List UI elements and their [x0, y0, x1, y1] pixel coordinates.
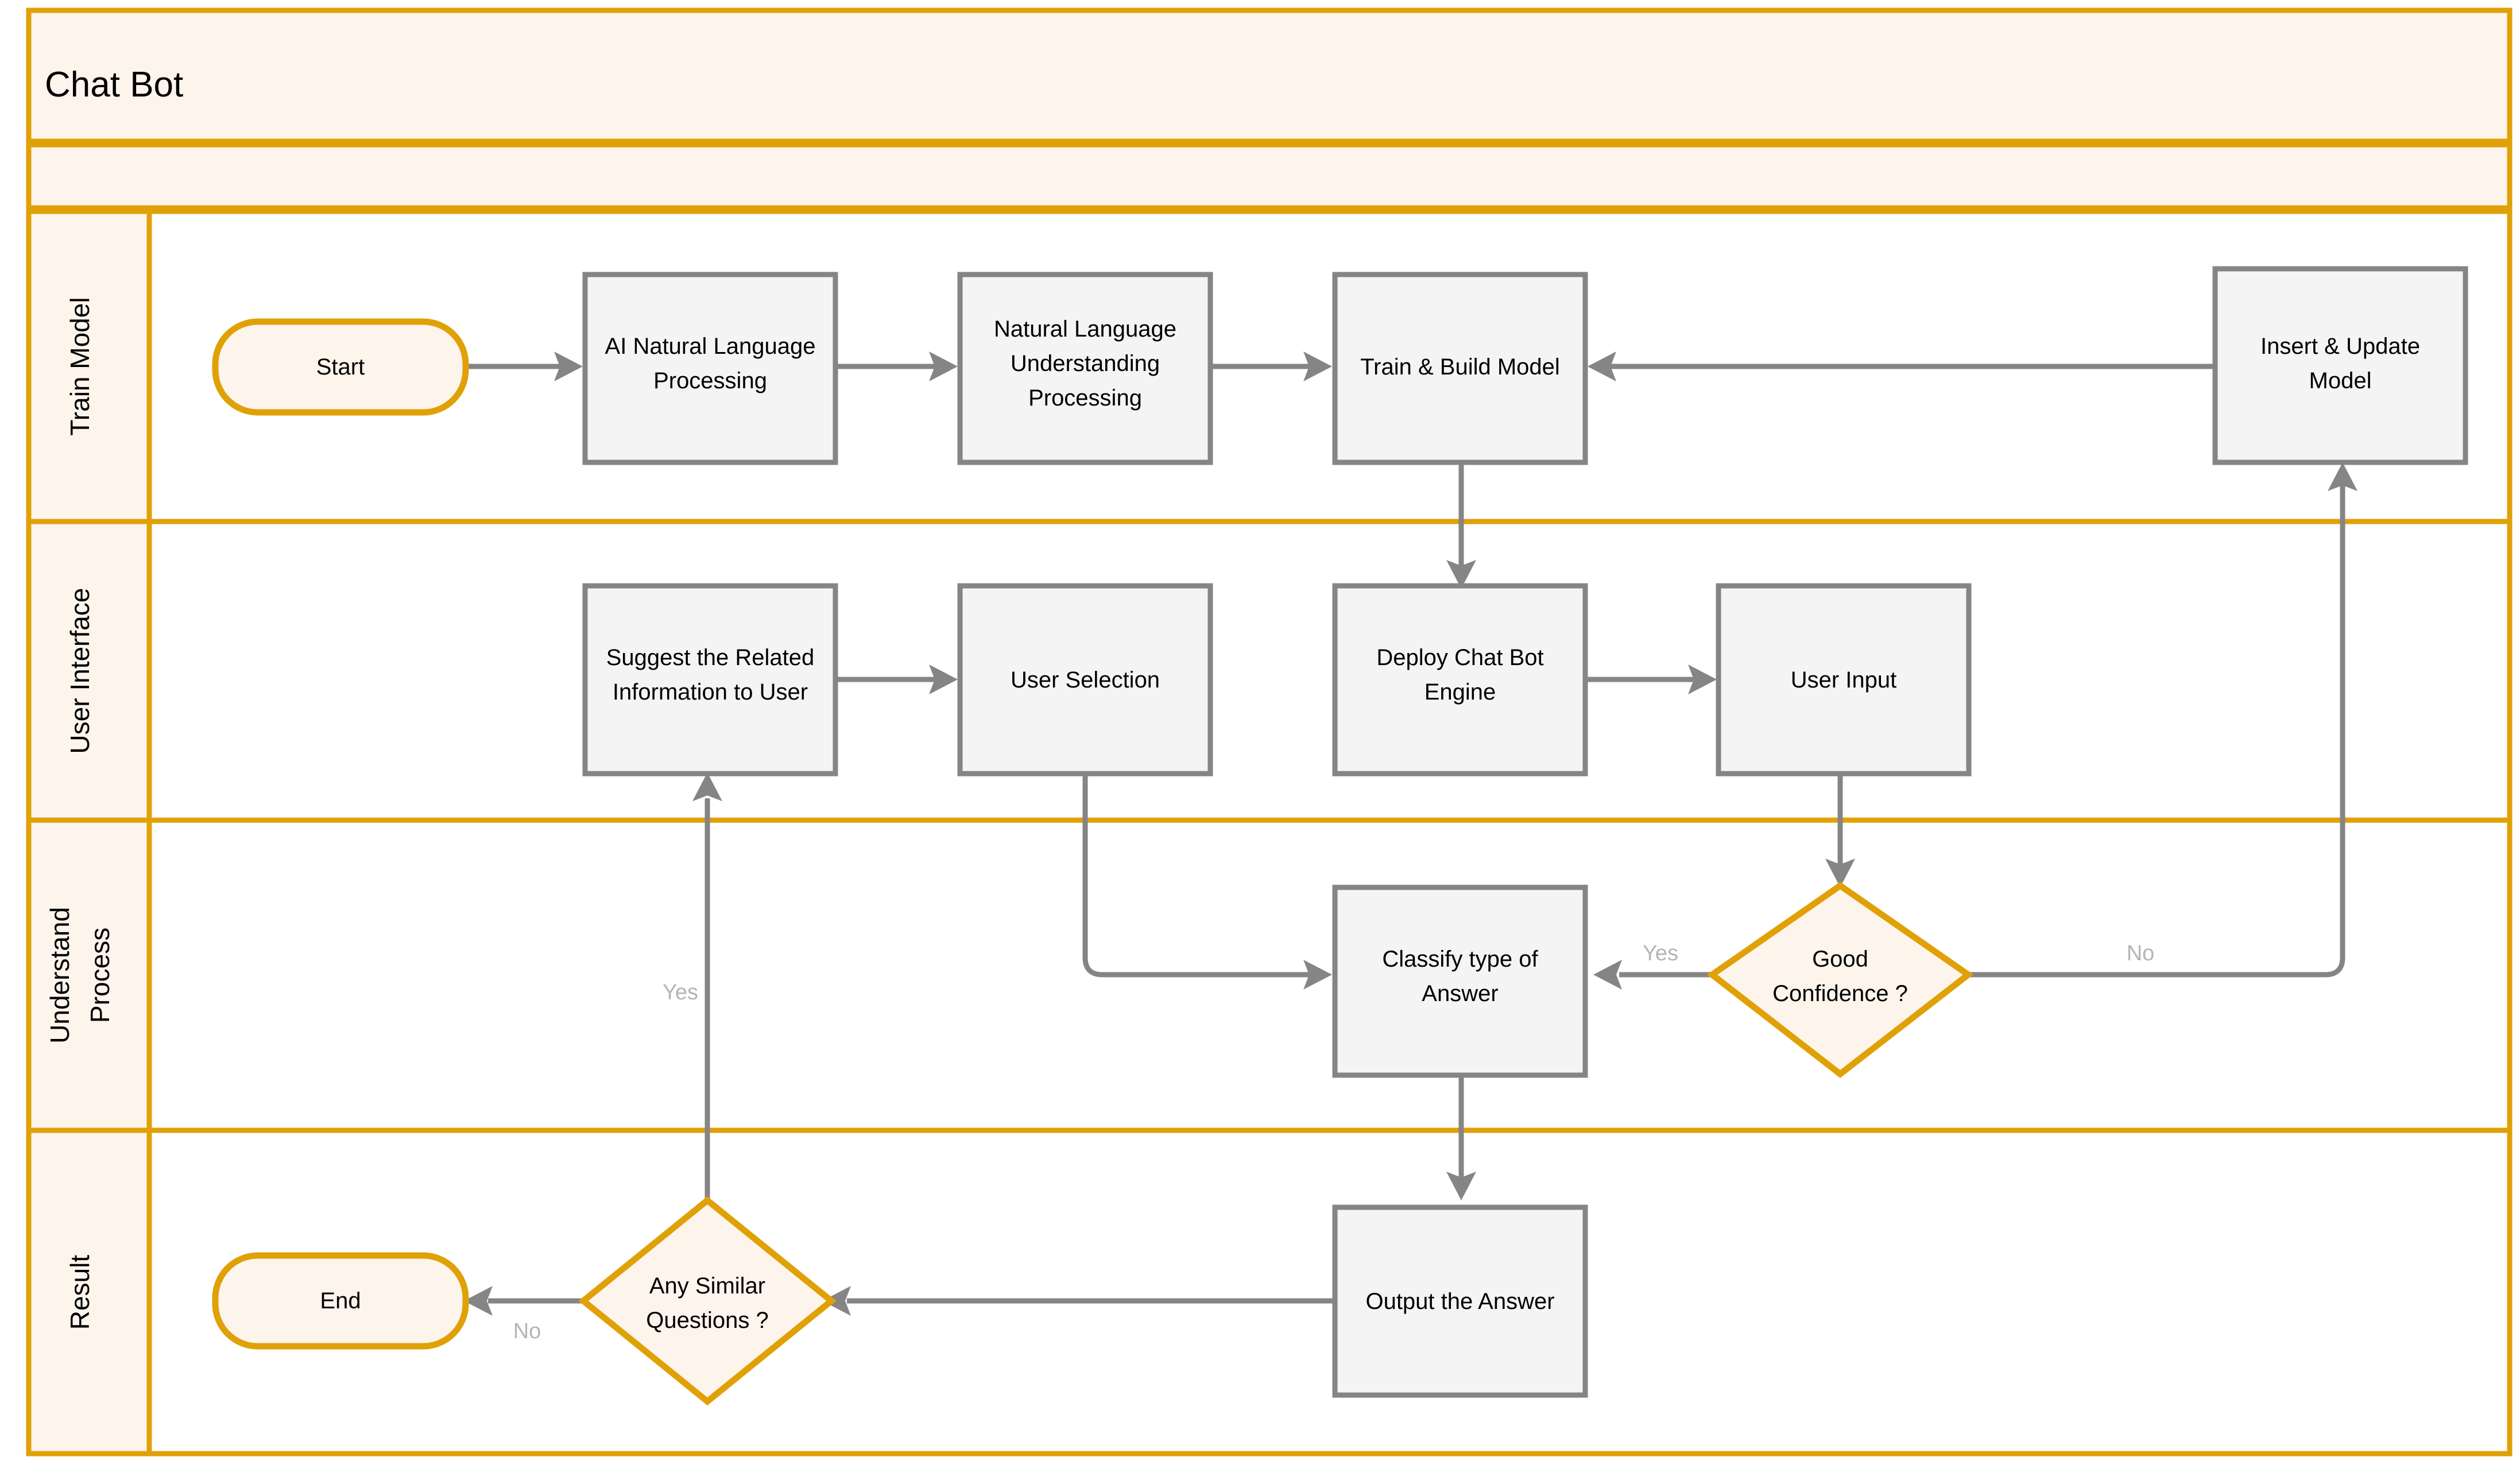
node-label-ai-nlp-line2: Processing	[653, 368, 767, 393]
node-classify-type-of-answer[interactable]: Classify type of Answer	[1332, 884, 1588, 1078]
edge-deploy-to-user-input	[1588, 665, 1717, 694]
edge-good-confidence-to-insert-update: No	[1946, 462, 2358, 978]
node-natural-language-understanding-processing[interactable]: Natural Language Understanding Processin…	[957, 272, 1213, 465]
edge-ai-nlp-to-nlu	[835, 351, 958, 381]
edge-output-to-any-similar	[822, 1286, 1335, 1316]
node-label-insert-update-line1: Insert & Update	[2260, 334, 2420, 359]
node-label-good-confidence-line2: Confidence ?	[1772, 981, 1908, 1006]
edge-nlu-to-train-build	[1211, 351, 1332, 381]
node-output-the-answer[interactable]: Output the Answer	[1332, 1204, 1588, 1398]
node-user-selection[interactable]: User Selection	[957, 583, 1213, 777]
node-suggest-related-information[interactable]: Suggest the Related Information to User	[582, 583, 838, 777]
node-train-build-model[interactable]: Train & Build Model	[1332, 272, 1588, 465]
pool-title-band	[26, 7, 2513, 144]
node-label-user-input: User Input	[1791, 667, 1897, 693]
node-label-output: Output the Answer	[1365, 1289, 1554, 1314]
node-good-confidence-decision[interactable]: Good Confidence ?	[1706, 882, 1974, 1078]
node-label-deploy-line1: Deploy Chat Bot	[1376, 645, 1543, 670]
node-label-insert-update-line2: Model	[2309, 368, 2372, 393]
edge-label-no-good-confidence: No	[2127, 941, 2155, 965]
node-ai-natural-language-processing[interactable]: AI Natural Language Processing	[582, 272, 838, 465]
node-label-nlu-line3: Processing	[1028, 385, 1142, 411]
edge-user-input-to-good-confidence	[1825, 772, 1855, 887]
node-label-classify-line2: Answer	[1422, 981, 1498, 1006]
node-label-good-confidence-line1: Good	[1812, 947, 1868, 972]
node-label-any-similar-line2: Questions ?	[646, 1308, 768, 1333]
edge-train-build-to-deploy	[1446, 462, 1476, 589]
edge-suggest-to-user-select	[835, 665, 958, 694]
page-title: Chat Bot	[45, 65, 183, 105]
lane-header-result	[26, 1127, 152, 1457]
lane-label-result: Result	[65, 1255, 95, 1330]
lane-body-user-interface	[146, 519, 2513, 823]
edge-label-no-any-similar: No	[513, 1319, 541, 1343]
node-label-classify-line1: Classify type of	[1382, 947, 1538, 972]
lane-header-train-model	[26, 208, 152, 524]
node-label-ai-nlp-line1: AI Natural Language	[605, 334, 816, 359]
lane-label-user-interface: User Interface	[65, 588, 95, 754]
node-start[interactable]: Start	[212, 318, 469, 416]
node-label-any-similar-line1: Any Similar	[649, 1273, 765, 1299]
node-user-input[interactable]: User Input	[1716, 583, 1972, 777]
node-label-deploy-line2: Engine	[1424, 679, 1496, 705]
node-label-suggest-line2: Information to User	[613, 679, 808, 705]
node-label-nlu-line2: Understanding	[1011, 351, 1160, 376]
node-insert-update-model[interactable]: Insert & Update Model	[2212, 266, 2468, 465]
edge-user-select-to-classify	[1082, 772, 1332, 990]
node-label-suggest-line1: Suggest the Related	[606, 645, 814, 670]
lane-label-understand-process-line2: Process	[85, 928, 115, 1023]
edge-any-similar-to-suggest: Yes	[663, 772, 722, 1202]
node-label-start: Start	[316, 354, 365, 380]
node-label-nlu-line1: Natural Language	[994, 316, 1176, 342]
node-label-train-build: Train & Build Model	[1360, 354, 1560, 380]
edge-label-yes-good-confidence: Yes	[1643, 941, 1678, 965]
lane-label-understand-process-line1: Understand	[45, 907, 75, 1044]
lane-label-train-model: Train Model	[65, 297, 95, 435]
edge-start-to-ai-nlp	[465, 351, 583, 381]
edge-insert-update-to-train-build	[1588, 351, 2213, 381]
node-end[interactable]: End	[212, 1252, 469, 1350]
node-deploy-chat-bot-engine[interactable]: Deploy Chat Bot Engine	[1332, 583, 1588, 777]
edge-classify-to-output	[1446, 1074, 1476, 1200]
node-label-end: End	[320, 1288, 361, 1314]
lane-body-result	[146, 1127, 2513, 1457]
pool-subheader-band	[26, 142, 2513, 211]
node-label-user-selection: User Selection	[1011, 667, 1160, 693]
node-any-similar-questions-decision[interactable]: Any Similar Questions ?	[578, 1196, 837, 1406]
edge-label-yes-any-similar: Yes	[663, 980, 698, 1005]
